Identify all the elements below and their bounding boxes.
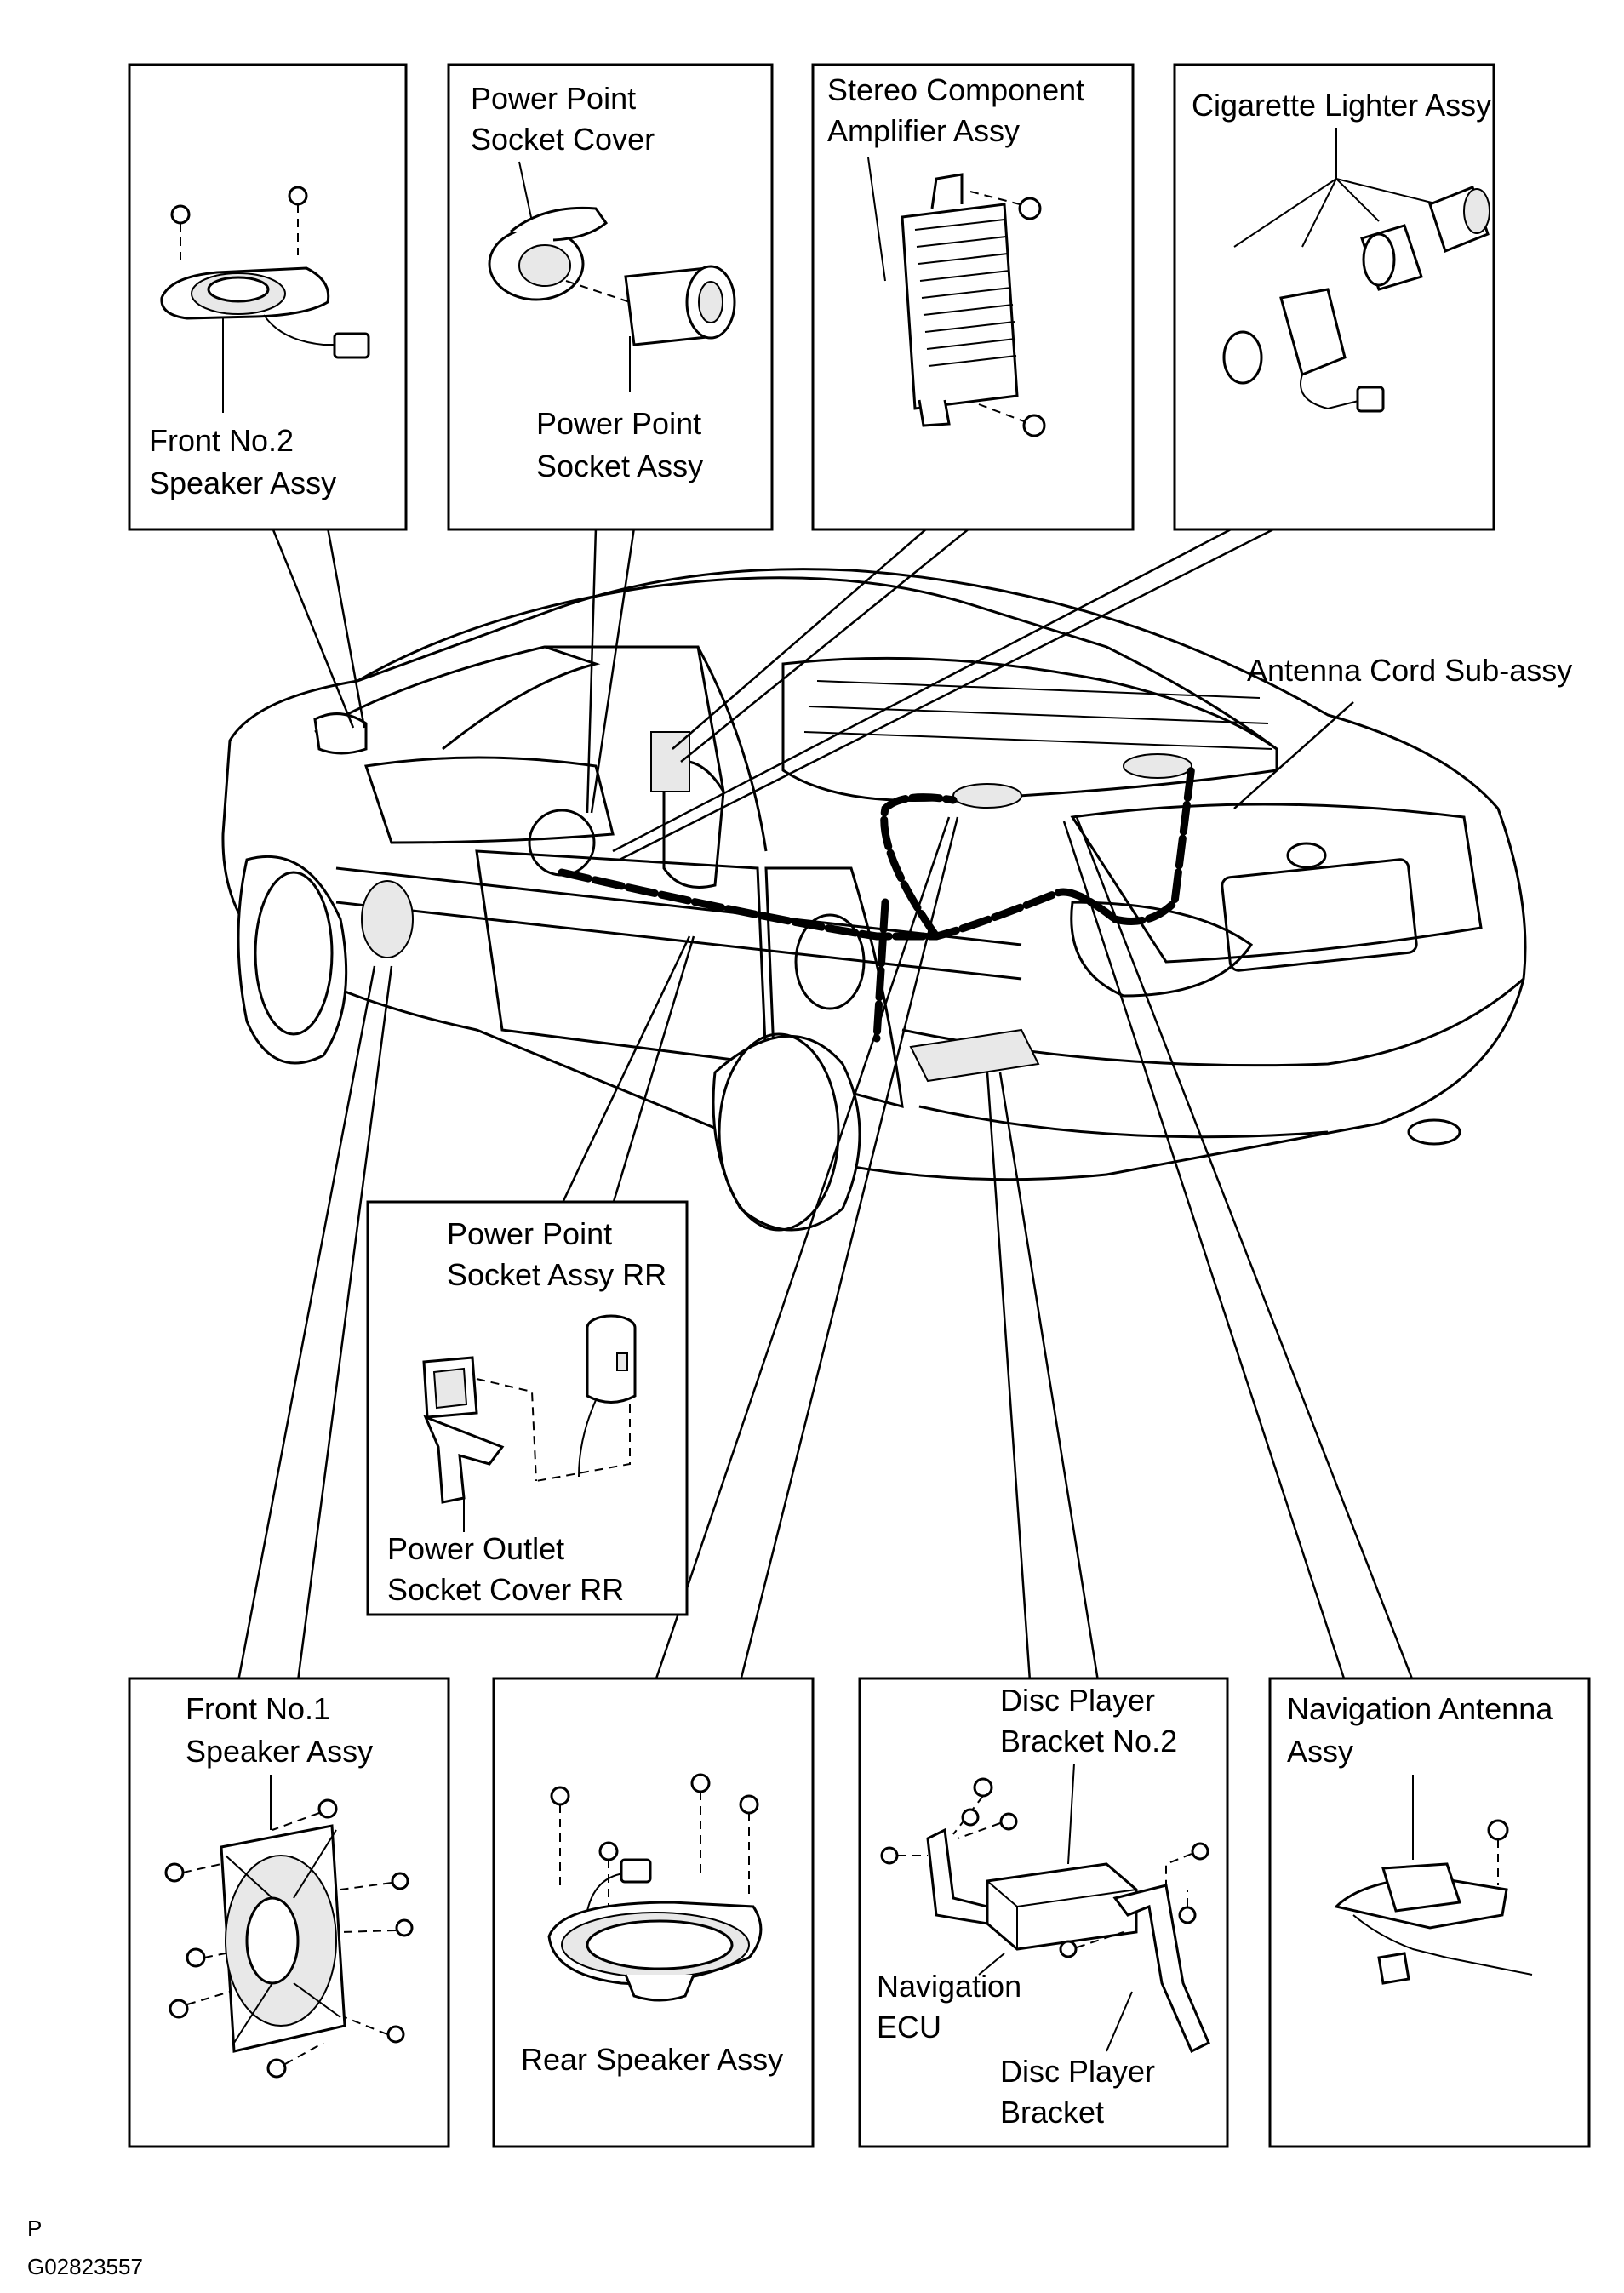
power-point-socket-panel: Power Point Socket Cover Power Point Soc… xyxy=(447,63,774,531)
power-point-rr-panel: Power Point Socket Assy RR Power Outlet … xyxy=(366,1200,689,1616)
power-point-socket-rr-label-1: Power Point xyxy=(447,1216,612,1251)
navigation-ecu-label-2: ECU xyxy=(877,2010,941,2044)
navigation-antenna-label-1: Navigation Antenna xyxy=(1287,1691,1553,1726)
navigation-antenna-panel: Navigation Antenna Assy xyxy=(1268,1677,1591,2148)
power-point-socket-rr-label-2: Socket Assy RR xyxy=(447,1257,666,1292)
antenna-cord-label: Antenna Cord Sub-assy xyxy=(1247,653,1572,688)
rear-speaker-label: Rear Speaker Assy xyxy=(521,2042,783,2077)
power-outlet-cover-rr-label-2: Socket Cover RR xyxy=(387,1572,624,1607)
disc-player-bracket-no2-label-2: Bracket No.2 xyxy=(1000,1724,1177,1758)
power-point-socket-assy-label-1: Power Point xyxy=(536,406,701,441)
front-no1-speaker-label-1: Front No.1 xyxy=(186,1691,330,1726)
front-no2-speaker-label-1: Front No.2 xyxy=(149,423,294,458)
cigarette-lighter-label: Cigarette Lighter Assy xyxy=(1192,88,1491,123)
power-outlet-cover-rr-label-1: Power Outlet xyxy=(387,1531,564,1566)
figure-code: G02823557 xyxy=(27,2254,143,2279)
front-no2-speaker-label-2: Speaker Assy xyxy=(149,466,336,500)
front-no1-speaker-label-2: Speaker Assy xyxy=(186,1734,373,1769)
disc-player-bracket-label-1: Disc Player xyxy=(1000,2054,1155,2089)
vehicle-illustration xyxy=(221,568,1527,1232)
power-point-socket-cover-label-2: Socket Cover xyxy=(471,122,655,157)
stereo-amplifier-label-2: Amplifier Assy xyxy=(827,113,1020,148)
stereo-amplifier-panel: Stereo Component Amplifier Assy xyxy=(811,63,1135,531)
power-point-socket-assy-label-2: Socket Assy xyxy=(536,449,703,483)
stereo-amplifier-label-1: Stereo Component xyxy=(827,72,1084,107)
view-letter: P xyxy=(27,2216,42,2241)
front-no2-speaker-panel: Front No.2 Speaker Assy xyxy=(128,63,408,531)
cigarette-lighter-panel: Cigarette Lighter Assy xyxy=(1173,63,1495,531)
leader-lines xyxy=(237,526,1415,1682)
navigation-ecu-label-1: Navigation xyxy=(877,1969,1021,2004)
power-point-socket-cover-label-1: Power Point xyxy=(471,81,636,116)
navigation-ecu-panel: Disc Player Bracket No.2 Navigation ECU … xyxy=(858,1677,1229,2148)
disc-player-bracket-no2-label-1: Disc Player xyxy=(1000,1683,1155,1718)
rear-speaker-panel: Rear Speaker Assy xyxy=(492,1677,815,2148)
front-no1-speaker-panel: Front No.1 Speaker Assy xyxy=(128,1677,450,2148)
navigation-antenna-label-2: Assy xyxy=(1287,1734,1353,1769)
disc-player-bracket-label-2: Bracket xyxy=(1000,2095,1104,2130)
